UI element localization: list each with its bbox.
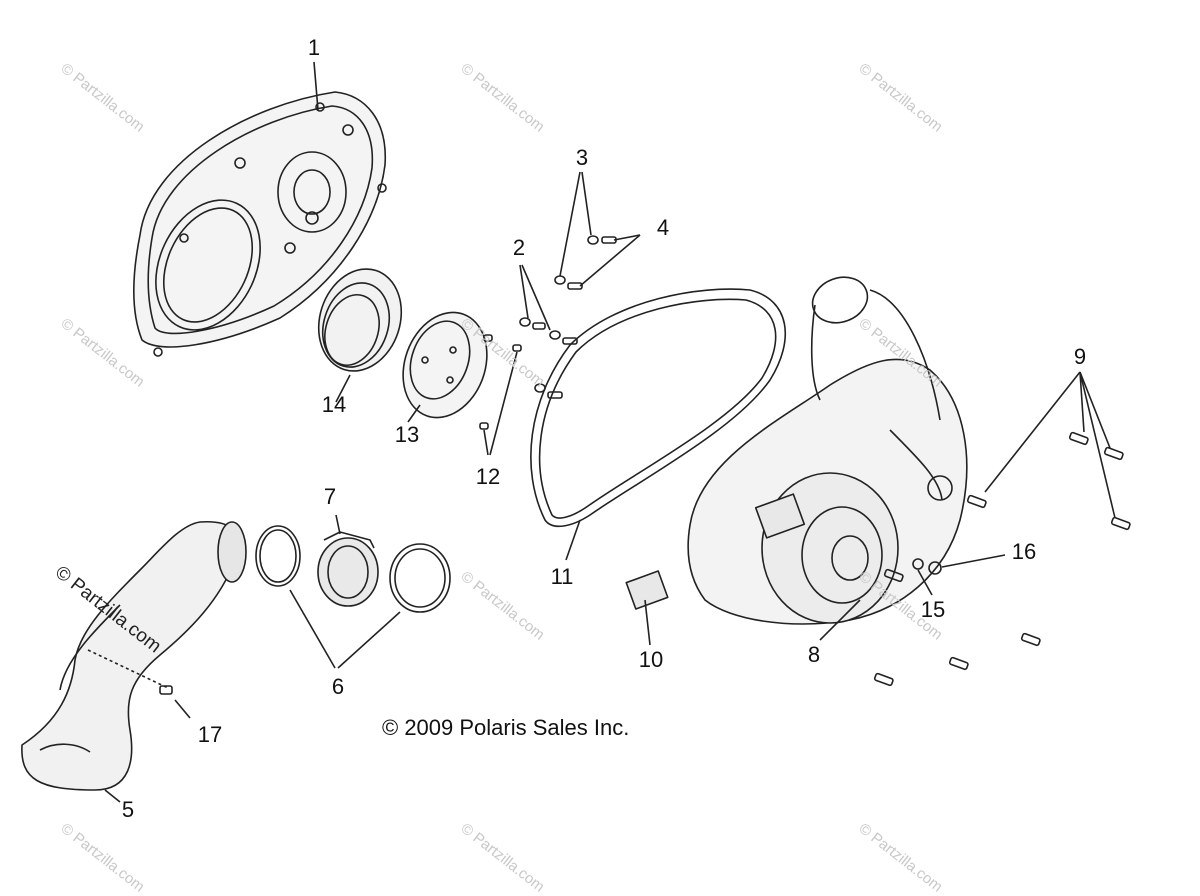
bolts-9 <box>873 371 1131 687</box>
callout-5: 5 <box>121 797 135 822</box>
inner-plate <box>402 311 488 419</box>
copyright-notice: © 2009 Polaris Sales Inc. <box>382 715 630 740</box>
parts-diagram <box>21 61 1131 803</box>
callout-8: 8 <box>807 642 821 667</box>
callout-14: 14 <box>321 392 347 417</box>
screws-12 <box>479 334 522 456</box>
callout-16: 16 <box>1011 539 1037 564</box>
callout-2: 2 <box>512 235 526 260</box>
coupler <box>317 514 379 607</box>
intake-duct <box>21 520 247 803</box>
drive-belt <box>530 288 787 561</box>
callout-15: 15 <box>920 597 946 622</box>
hose-clamps <box>255 525 451 669</box>
callout-13: 13 <box>394 422 420 447</box>
seal-ring <box>317 268 403 372</box>
callout-7: 7 <box>323 484 337 509</box>
callout-9: 9 <box>1073 344 1087 369</box>
inner-clutch-cover <box>687 276 968 641</box>
callout-6: 6 <box>331 674 345 699</box>
leader-lines <box>313 61 651 646</box>
callout-11: 11 <box>550 564 574 589</box>
nut-and-washer <box>912 554 1006 596</box>
callout-12: 12 <box>475 464 501 489</box>
callout-3: 3 <box>575 145 589 170</box>
outer-clutch-cover <box>133 91 387 357</box>
callout-10: 10 <box>638 647 664 672</box>
callout-1: 1 <box>307 35 321 60</box>
callout-17: 17 <box>197 722 223 747</box>
bolts-and-washers <box>519 171 641 399</box>
callout-4: 4 <box>656 215 670 240</box>
label-decal <box>625 570 669 610</box>
